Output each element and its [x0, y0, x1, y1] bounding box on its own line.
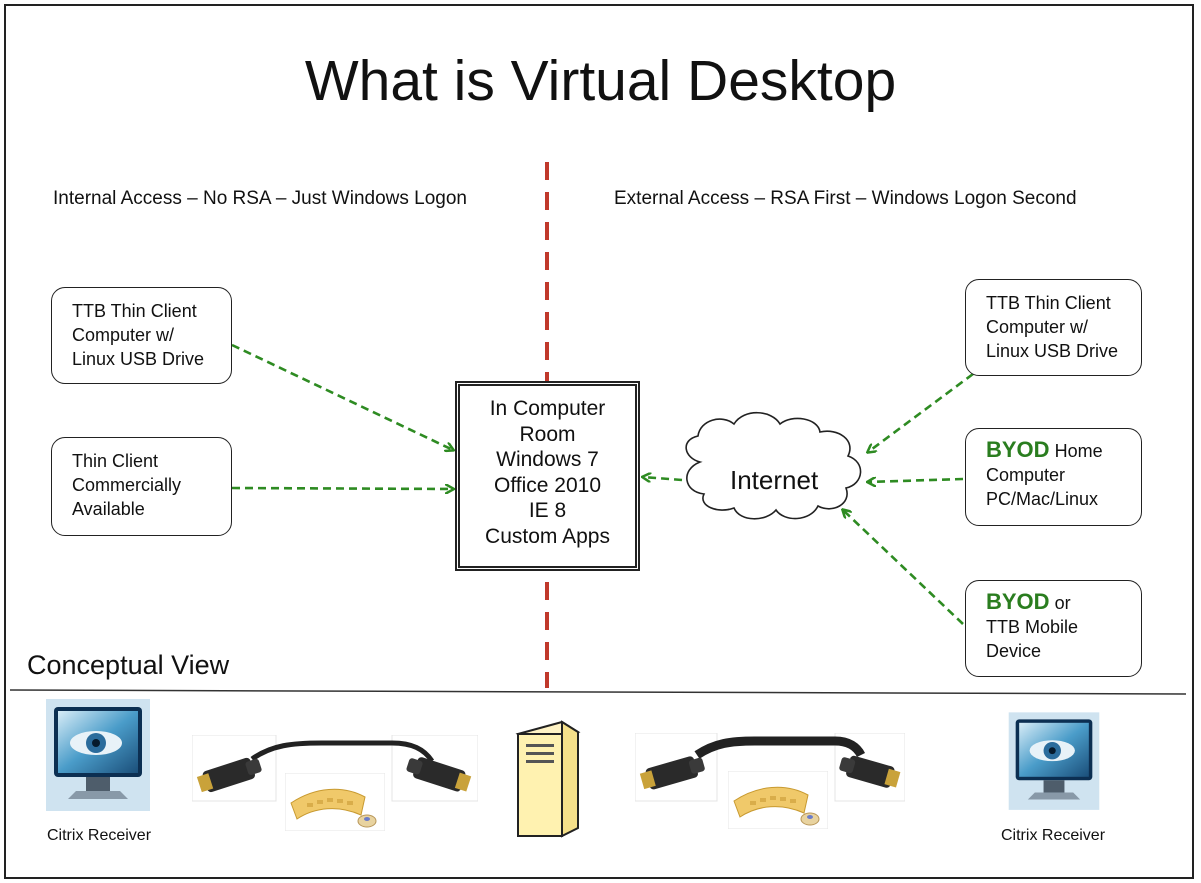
- computer-room-box: In Computer Room Windows 7 Office 2010 I…: [455, 381, 640, 571]
- box-line: Commercially: [72, 475, 182, 495]
- byod-mobile-device-box: BYOD or TTB Mobile Device: [965, 580, 1142, 677]
- internal-access-heading: Internal Access – No RSA – Just Windows …: [53, 188, 467, 209]
- arrow-thin-client-to-center: [231, 488, 453, 489]
- arrow-ttb-left-to-center: [231, 343, 453, 450]
- slide-frame: [4, 4, 1194, 879]
- box-line: PC/Mac/Linux: [986, 489, 1099, 509]
- arrow-ttb-right-to-internet: [868, 372, 974, 452]
- keyboard-mouse-icon: [728, 771, 828, 829]
- ttb-thin-client-box-external: TTB Thin Client Computer w/ Linux USB Dr…: [965, 279, 1142, 376]
- box-line: Computer w/: [72, 325, 175, 345]
- center-line: Room: [519, 422, 576, 446]
- byod-home-computer-box: BYOD Home Computer PC/Mac/Linux: [965, 428, 1142, 526]
- internet-label: Internet: [730, 465, 819, 495]
- box-line: TTB Thin Client: [986, 293, 1111, 313]
- box-line: Computer w/: [986, 317, 1089, 337]
- dvi-cable-icon: [192, 735, 478, 802]
- arrow-byod-mobile-to-internet: [843, 510, 964, 625]
- keyboard-mouse-icon: [285, 773, 385, 831]
- arrow-internet-to-center: [643, 477, 683, 480]
- center-line: In Computer: [489, 397, 606, 420]
- ttb-thin-client-box-internal: TTB Thin Client Computer w/ Linux USB Dr…: [51, 287, 232, 384]
- box-line: TTB Thin Client: [72, 301, 197, 321]
- center-line: Custom Apps: [485, 524, 610, 548]
- center-line: IE 8: [528, 499, 567, 522]
- byod-label: BYOD: [986, 589, 1050, 614]
- external-access-heading: External Access – RSA First – Windows Lo…: [614, 188, 1077, 209]
- monitor-eye-icon: [46, 699, 150, 811]
- internet-cloud-icon: [685, 411, 862, 520]
- box-line: Home: [1049, 441, 1103, 461]
- box-line: or: [1049, 593, 1071, 613]
- box-line: Linux USB Drive: [986, 341, 1119, 361]
- monitor-eye-icon: [1008, 712, 1100, 810]
- conceptual-view-rule: [9, 689, 1187, 695]
- box-line: TTB Mobile: [986, 617, 1079, 637]
- server-tower-icon: [515, 720, 581, 838]
- citrix-receiver-caption-right: Citrix Receiver: [1001, 827, 1106, 844]
- center-line: Office 2010: [493, 473, 602, 497]
- thin-client-commercial-box: Thin Client Commercially Available: [51, 437, 232, 536]
- conceptual-view-label: Conceptual View: [27, 650, 230, 680]
- citrix-receiver-caption-left: Citrix Receiver: [47, 827, 152, 844]
- dvi-cable-icon: [635, 733, 905, 802]
- box-line: Available: [72, 499, 145, 519]
- center-line: Windows 7: [496, 448, 599, 471]
- slide-title: What is Virtual Desktop: [304, 49, 897, 113]
- byod-label: BYOD: [986, 437, 1050, 462]
- box-line: Thin Client: [72, 451, 159, 471]
- box-line: Device: [986, 641, 1042, 661]
- arrow-byod-home-to-internet: [868, 479, 964, 482]
- box-line: Linux USB Drive: [72, 349, 205, 369]
- box-line: Computer: [986, 465, 1066, 485]
